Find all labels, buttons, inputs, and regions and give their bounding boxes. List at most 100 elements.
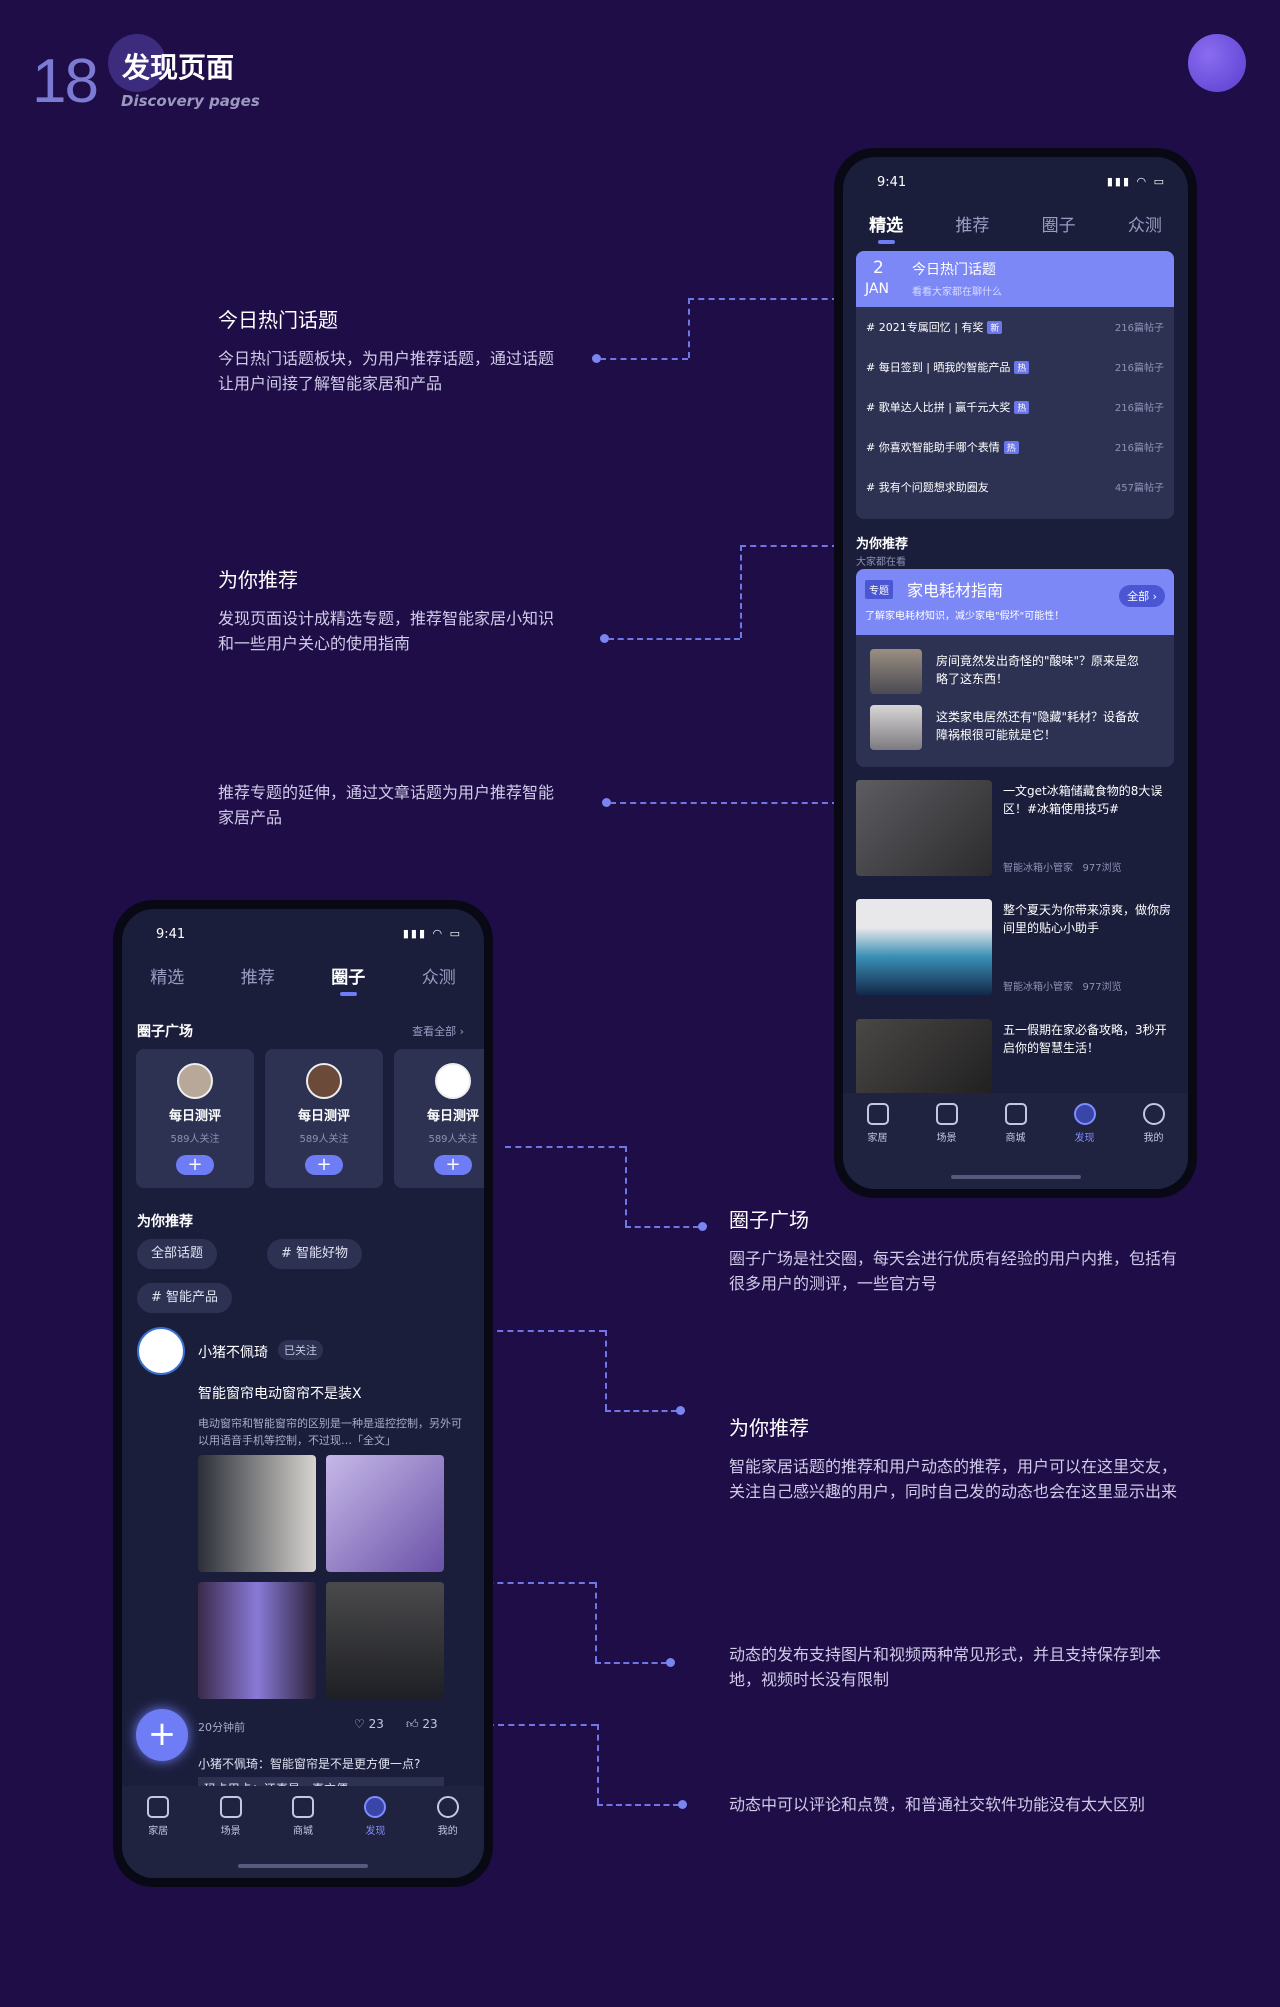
phone-screen: 9:41 ▮▮▮ ◠ ▭ 精选 推荐 圈子 众测 2 JAN 今日热门话题 看看… (843, 157, 1188, 1189)
thumb-button[interactable]: 👍︎ 23 (406, 1717, 438, 1732)
home-icon (147, 1796, 170, 1818)
nav-label: 我的 (437, 1826, 458, 1837)
tab-featured[interactable]: 精选 (869, 211, 903, 244)
join-button[interactable]: + (305, 1155, 343, 1175)
topic-item[interactable]: # 我有个问题想求助圈友 457篇帖子 (866, 479, 1164, 495)
article-views: 977浏览 (1082, 982, 1122, 993)
connector-dot (600, 634, 609, 643)
view-all-link[interactable]: 查看全部 › (412, 1025, 464, 1038)
annotation-desc: 圈子广场是社交圈，每天会进行优质有经验的用户内推，包括有很多用户的测评，一些官方… (729, 1249, 1178, 1293)
special-item-image (870, 705, 922, 750)
tab-featured[interactable]: 精选 (150, 968, 185, 988)
circle-name: 每日测评 (426, 1109, 479, 1124)
post-image[interactable] (326, 1582, 444, 1699)
nav-home[interactable]: 家居 (138, 1796, 178, 1878)
post-time: 20分钟前 (198, 1721, 245, 1734)
connector-dot (698, 1222, 707, 1231)
connector-line (505, 1146, 625, 1148)
connector-line (605, 1330, 607, 1410)
join-button[interactable]: + (434, 1155, 472, 1175)
nav-mall[interactable]: 商城 (996, 1103, 1036, 1189)
connector-dot (666, 1658, 675, 1667)
status-icons: ▮▮▮ ◠ ▭ (1106, 175, 1166, 188)
user-avatar[interactable] (137, 1327, 185, 1375)
annotation-title: 为你推荐 (218, 568, 298, 592)
tab-test[interactable]: 众测 (421, 968, 456, 988)
connector-line (597, 1804, 679, 1806)
tab-circle[interactable]: 圈子 (331, 963, 365, 996)
special-header: 专题 家电耗材指南 了解家电耗材知识，减少家电"假坏"可能性！ 全部 › (856, 569, 1174, 635)
topic-text: # 你喜欢智能助手哪个表情 (866, 441, 1000, 454)
article-title[interactable]: 一文get冰箱储藏食物的8大误区！#冰箱使用技巧# (1003, 784, 1163, 816)
section-number: 18 (32, 47, 99, 116)
post-image[interactable] (326, 1455, 444, 1572)
connector-dot (592, 354, 601, 363)
tab-recommend[interactable]: 推荐 (955, 216, 990, 236)
heart-icon: ♡ (354, 1717, 365, 1731)
article-image (856, 899, 992, 995)
bag-icon (291, 1796, 314, 1818)
circle-fans: 589人关注 (299, 1134, 349, 1145)
annotation-desc: 智能家居话题的推荐和用户动态的推荐，用户可以在这里交友，关注自己感兴趣的用户，同… (729, 1457, 1178, 1501)
topic-count: 457篇帖子 (1114, 483, 1164, 494)
chip-smart-goods[interactable]: # 智能好物 (267, 1239, 363, 1269)
create-post-button[interactable]: + (136, 1709, 188, 1761)
annotation-desc: 推荐专题的延伸，通过文章话题为用户推荐智能家居产品 (218, 783, 555, 827)
view-all-button[interactable]: 全部 › (1119, 585, 1165, 607)
like-button[interactable]: ♡ 23 (354, 1717, 384, 1731)
connector-line (625, 1226, 699, 1228)
nav-mine[interactable]: 我的 (1134, 1103, 1174, 1189)
home-indicator (238, 1864, 368, 1868)
connector-line (688, 298, 690, 358)
special-item-title[interactable]: 这类家电居然还有"隐藏"耗材？设备故障祸根很可能就是它！ (936, 710, 1140, 742)
thumbs-up-icon: 👍︎ (406, 1717, 419, 1731)
special-card[interactable]: 专题 家电耗材指南 了解家电耗材知识，减少家电"假坏"可能性！ 全部 › 房间竟… (856, 569, 1174, 767)
hot-title: 今日热门话题 (912, 262, 996, 278)
rec-title: 为你推荐 (137, 1214, 193, 1230)
tab-recommend[interactable]: 推荐 (240, 968, 275, 988)
tab-test[interactable]: 众测 (1127, 216, 1162, 236)
chip-all-topics[interactable]: 全部话题 (137, 1239, 218, 1269)
topic-text: # 歌单达人比拼 | 赢千元大奖 (866, 401, 1011, 414)
connector-dot (602, 798, 611, 807)
nav-discover[interactable]: 发现 (1065, 1103, 1105, 1189)
follow-badge[interactable]: 已关注 (278, 1340, 323, 1360)
annotation-title: 为你推荐 (729, 1416, 809, 1440)
topic-text: # 每日签到 | 晒我的智能产品 (866, 361, 1011, 374)
nav-mine[interactable]: 我的 (428, 1796, 468, 1878)
special-tag: 专题 (865, 580, 893, 599)
phone-screen: 9:41 ▮▮▮ ◠ ▭ 精选 推荐 圈子 众测 圈子广场 查看全部 › 每日测… (122, 909, 484, 1878)
join-button[interactable]: + (176, 1155, 214, 1175)
article-title[interactable]: 五一假期在家必备攻略，3秒开启你的智慧生活！ (1003, 1023, 1167, 1055)
special-item-title[interactable]: 房间竟然发出奇怪的"酸味"？原来是忽略了这东西！ (936, 654, 1140, 686)
chip-smart-products[interactable]: # 智能产品 (137, 1283, 233, 1313)
scene-icon (935, 1103, 958, 1125)
tab-circle[interactable]: 圈子 (1041, 216, 1076, 236)
article-title[interactable]: 整个夏天为你带来凉爽，做你房间里的贴心小助手 (1003, 903, 1172, 935)
nav-label: 场景 (220, 1826, 241, 1837)
nav-scene[interactable]: 场景 (211, 1796, 251, 1878)
nav-home[interactable]: 家居 (858, 1103, 898, 1189)
post-username[interactable]: 小猪不佩琦 (198, 1345, 268, 1361)
post-image[interactable] (198, 1582, 316, 1699)
circle-fans: 589人关注 (170, 1134, 220, 1145)
tab-bar: 精选 推荐 圈子 众测 (122, 963, 484, 996)
page-title: 发现页面 (122, 51, 235, 84)
topic-count: 216篇帖子 (1114, 323, 1164, 334)
nav-mall[interactable]: 商城 (283, 1796, 323, 1878)
nav-scene[interactable]: 场景 (927, 1103, 967, 1189)
post-image[interactable] (198, 1455, 316, 1572)
home-icon (866, 1103, 889, 1125)
topic-text: # 我有个问题想求助圈友 (866, 481, 989, 494)
thumb-count: 23 (422, 1717, 438, 1731)
nav-discover[interactable]: 发现 (355, 1796, 395, 1878)
nav-label: 发现 (365, 1826, 386, 1837)
